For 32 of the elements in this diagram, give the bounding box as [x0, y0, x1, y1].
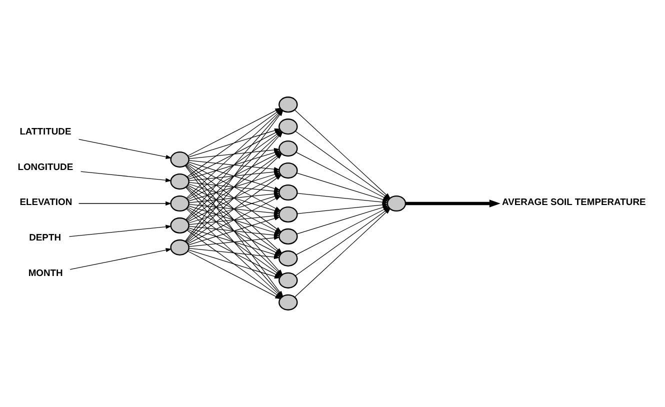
- node-circle: [278, 228, 298, 245]
- arrow: [70, 248, 172, 270]
- node-circle: [278, 184, 298, 201]
- arrow: [80, 171, 172, 182]
- node-circle: [278, 250, 298, 266]
- node-circle: [170, 217, 190, 234]
- node-circle: [278, 140, 298, 157]
- node-circle: [386, 195, 406, 212]
- node-circle: [170, 152, 190, 168]
- node-circle: [170, 239, 190, 256]
- node-text: ELEVATION: [20, 196, 72, 208]
- node-circle: [278, 294, 298, 310]
- node-circle: [278, 272, 298, 288]
- node-text: LONGITUDE: [18, 160, 74, 172]
- arrow: [188, 160, 280, 172]
- node-text: MONTH: [28, 266, 63, 278]
- arrow: [68, 224, 172, 237]
- node-circle: [278, 162, 298, 179]
- node-text: DEPTH: [29, 231, 62, 242]
- node-circle: [278, 96, 298, 113]
- node-text: AVERAGE SOIL TEMPERATURE: [502, 196, 646, 208]
- node-circle: [278, 206, 298, 223]
- arrow: [78, 139, 172, 159]
- arrow: [188, 214, 280, 225]
- arrow: [188, 204, 280, 216]
- node-circle: [278, 118, 298, 135]
- node-text: LATTITUDE: [20, 126, 72, 137]
- node-circle: [170, 195, 190, 212]
- arrow: [78, 201, 172, 206]
- arrow: [406, 200, 500, 208]
- node-circle: [170, 173, 190, 190]
- arrow: [188, 236, 280, 247]
